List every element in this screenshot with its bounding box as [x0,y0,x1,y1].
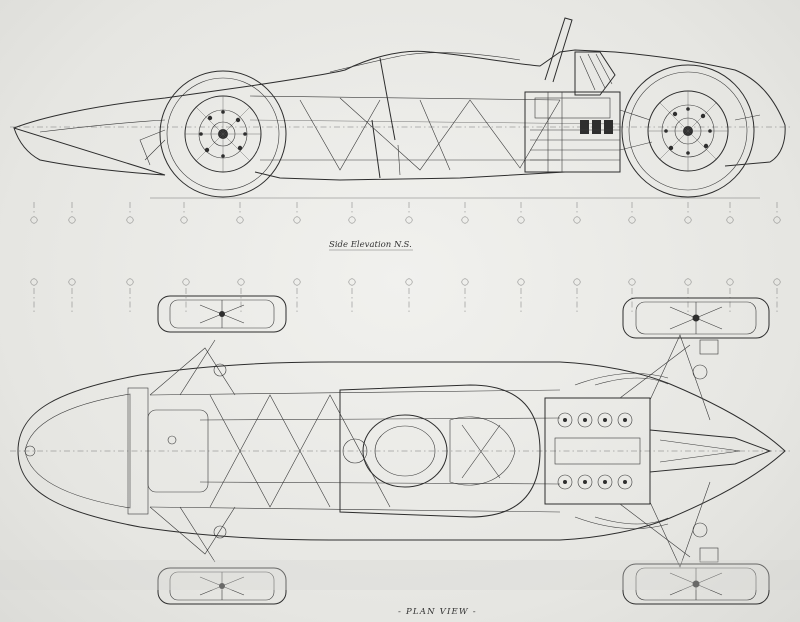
side-upper-frame [249,95,561,101]
plan-radiator-cap [167,435,177,445]
side-front-wheel [139,70,287,198]
plan-nose [24,393,131,509]
plan-rear-suspension [619,334,719,568]
plan-front-right-wheel [157,567,287,605]
plan-view-label: - PLAN VIEW - [398,607,477,617]
plan-front-left-wheel [157,295,287,333]
plan-rear-right-wheel [622,563,770,605]
plan-steering-wheel [342,438,368,464]
side-rear-suspension [619,109,761,151]
plan-gearbox [649,429,772,473]
side-elevation-label: Side Elevation N.S. [329,240,412,250]
side-nose-line [39,119,166,133]
side-steering-column [379,57,396,141]
side-elevation: Side Elevation N.S. [10,17,790,251]
side-roll-bar [544,17,573,83]
side-mid-frame [249,119,621,125]
plan-frame-rails [149,389,561,513]
plan-cockpit [339,384,541,518]
plan-engine [544,372,772,530]
plan-front-suspension [149,339,236,563]
side-cockpit-rim [329,52,521,73]
plan-view: - PLAN VIEW - [0,278,800,617]
side-gear-lever [371,119,381,179]
side-front-suspension [139,129,166,166]
plan-rear-left-wheel [622,297,770,339]
plan-background-band [0,560,800,590]
plan-exhaust-upper [574,372,669,386]
side-frame-tubes [299,97,561,171]
plan-station-markers [30,278,781,312]
side-engine [524,51,621,173]
plan-nose-intake [24,445,36,457]
side-body-outline [13,49,786,181]
plan-front-radiator [147,409,209,493]
side-rear-wheel [619,64,761,198]
side-station-markers [30,202,781,224]
plan-body-outline [17,361,786,541]
side-pedal [397,144,401,176]
plan-exhaust-lower [574,516,669,530]
